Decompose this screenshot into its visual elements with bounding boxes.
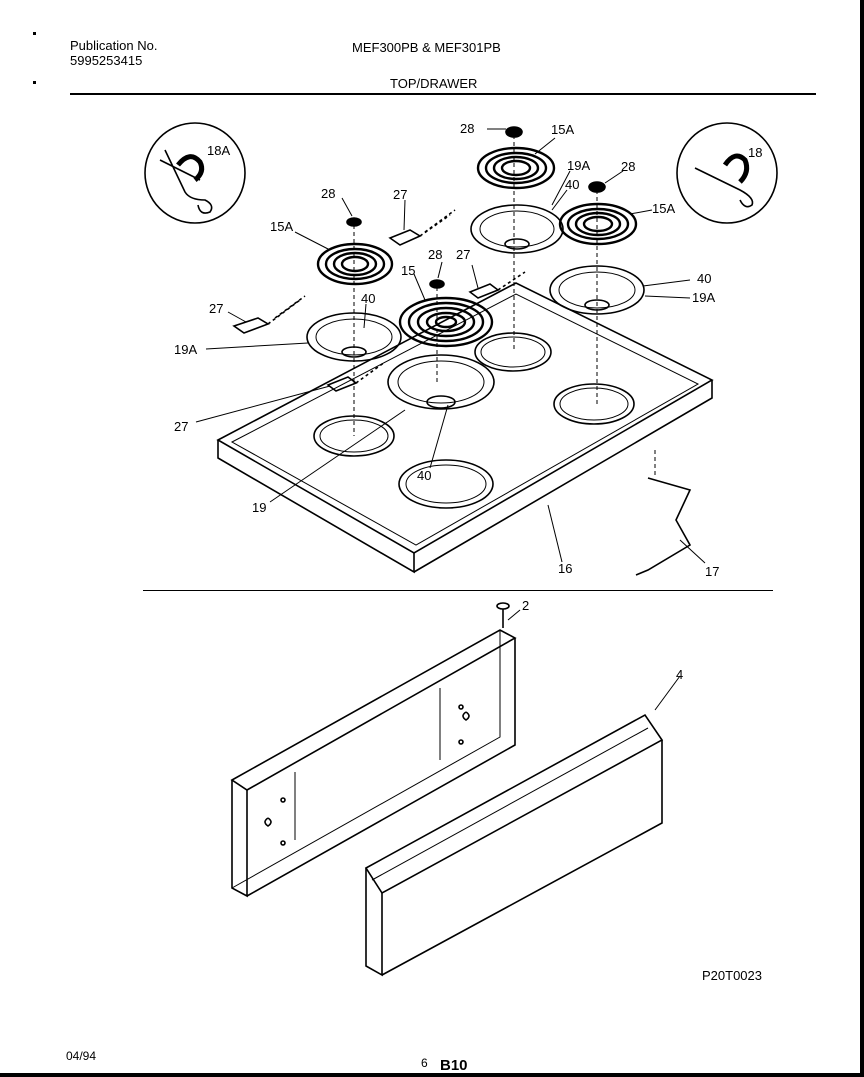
cooktop-panel — [216, 282, 714, 574]
callout-27: 27 — [174, 419, 188, 434]
receptacles — [232, 209, 526, 392]
element-supports — [346, 126, 606, 289]
drawer-panel — [230, 629, 517, 898]
section-title: TOP/DRAWER — [390, 76, 478, 91]
leader-lines — [195, 128, 706, 711]
surface-element-large — [398, 296, 494, 348]
margin-mark — [33, 32, 36, 35]
screw — [496, 602, 510, 628]
callout-28: 28 — [428, 247, 442, 262]
callout-15a: 15A — [270, 219, 293, 234]
callout-labels: 18A 18 28 15A 19A 28 40 15A 28 27 15A 28… — [174, 121, 762, 682]
surface-element-small-right — [558, 202, 638, 246]
bracket-17 — [635, 450, 692, 576]
detail-18a — [144, 122, 246, 224]
callout-2: 2 — [522, 598, 529, 613]
detail-18 — [676, 122, 778, 224]
surface-element-small-left — [316, 242, 394, 286]
callout-19a: 19A — [174, 342, 197, 357]
assembly-lines — [353, 135, 598, 436]
callout-15a: 15A — [652, 201, 675, 216]
callout-28: 28 — [621, 159, 635, 174]
callout-4: 4 — [676, 667, 683, 682]
callout-16: 16 — [558, 561, 572, 576]
header-rule — [70, 93, 816, 95]
publication-label: Publication No. — [70, 38, 158, 53]
surface-element-small-back — [476, 146, 556, 190]
drawer-front — [364, 713, 664, 977]
callout-19a: 19A — [567, 158, 590, 173]
callout-40: 40 — [417, 468, 431, 483]
margin-mark — [33, 81, 36, 84]
page-number: 6 — [421, 1056, 428, 1070]
section-divider — [143, 590, 773, 591]
figure-code: P20T0023 — [702, 968, 762, 983]
callout-19: 19 — [252, 500, 266, 515]
callout-18: 18 — [748, 145, 762, 160]
callout-40: 40 — [697, 271, 711, 286]
footer-date: 04/94 — [66, 1049, 97, 1063]
drip-bowl-back — [470, 204, 564, 254]
callout-28: 28 — [321, 186, 335, 201]
callout-17: 17 — [705, 564, 719, 579]
section-code: B10 — [440, 1057, 468, 1074]
callout-19a: 19A — [692, 290, 715, 305]
callout-15a: 15A — [551, 122, 574, 137]
callout-27: 27 — [393, 187, 407, 202]
callout-18a: 18A — [207, 143, 230, 158]
callout-27: 27 — [456, 247, 470, 262]
publication-number: 5995253415 — [70, 53, 143, 68]
callout-15: 15 — [401, 263, 415, 278]
drip-bowl-front-right — [387, 354, 495, 410]
callout-40: 40 — [565, 177, 579, 192]
callout-40: 40 — [361, 291, 375, 306]
callout-27: 27 — [209, 301, 223, 316]
callout-28: 28 — [460, 121, 474, 136]
model-numbers: MEF300PB & MEF301PB — [352, 40, 501, 55]
